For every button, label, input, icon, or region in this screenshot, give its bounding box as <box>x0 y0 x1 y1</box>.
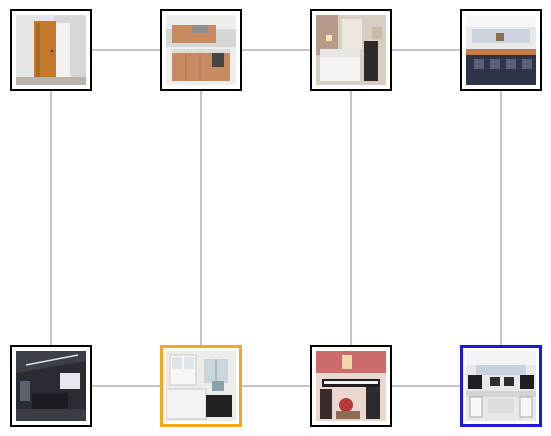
image-node-bedroom[interactable] <box>310 9 392 91</box>
doorway-thumbnail <box>16 15 86 85</box>
image-node-office[interactable] <box>460 9 542 91</box>
meeting-room-thumbnail <box>16 351 86 421</box>
image-node-doorway[interactable] <box>10 9 92 91</box>
kitchen-thumbnail <box>166 15 236 85</box>
image-node-meeting-room[interactable] <box>10 345 92 427</box>
music-studio-thumbnail <box>316 351 386 421</box>
image-node-music-studio[interactable] <box>310 345 392 427</box>
kitchenette-thumbnail <box>166 351 236 421</box>
image-node-kitchenette-selected[interactable] <box>160 345 242 427</box>
image-node-kitchen[interactable] <box>160 9 242 91</box>
office-thumbnail <box>466 15 536 85</box>
bedroom-thumbnail <box>316 15 386 85</box>
computer-lab-thumbnail <box>466 351 536 421</box>
image-node-computer-lab-selected[interactable] <box>460 345 542 427</box>
